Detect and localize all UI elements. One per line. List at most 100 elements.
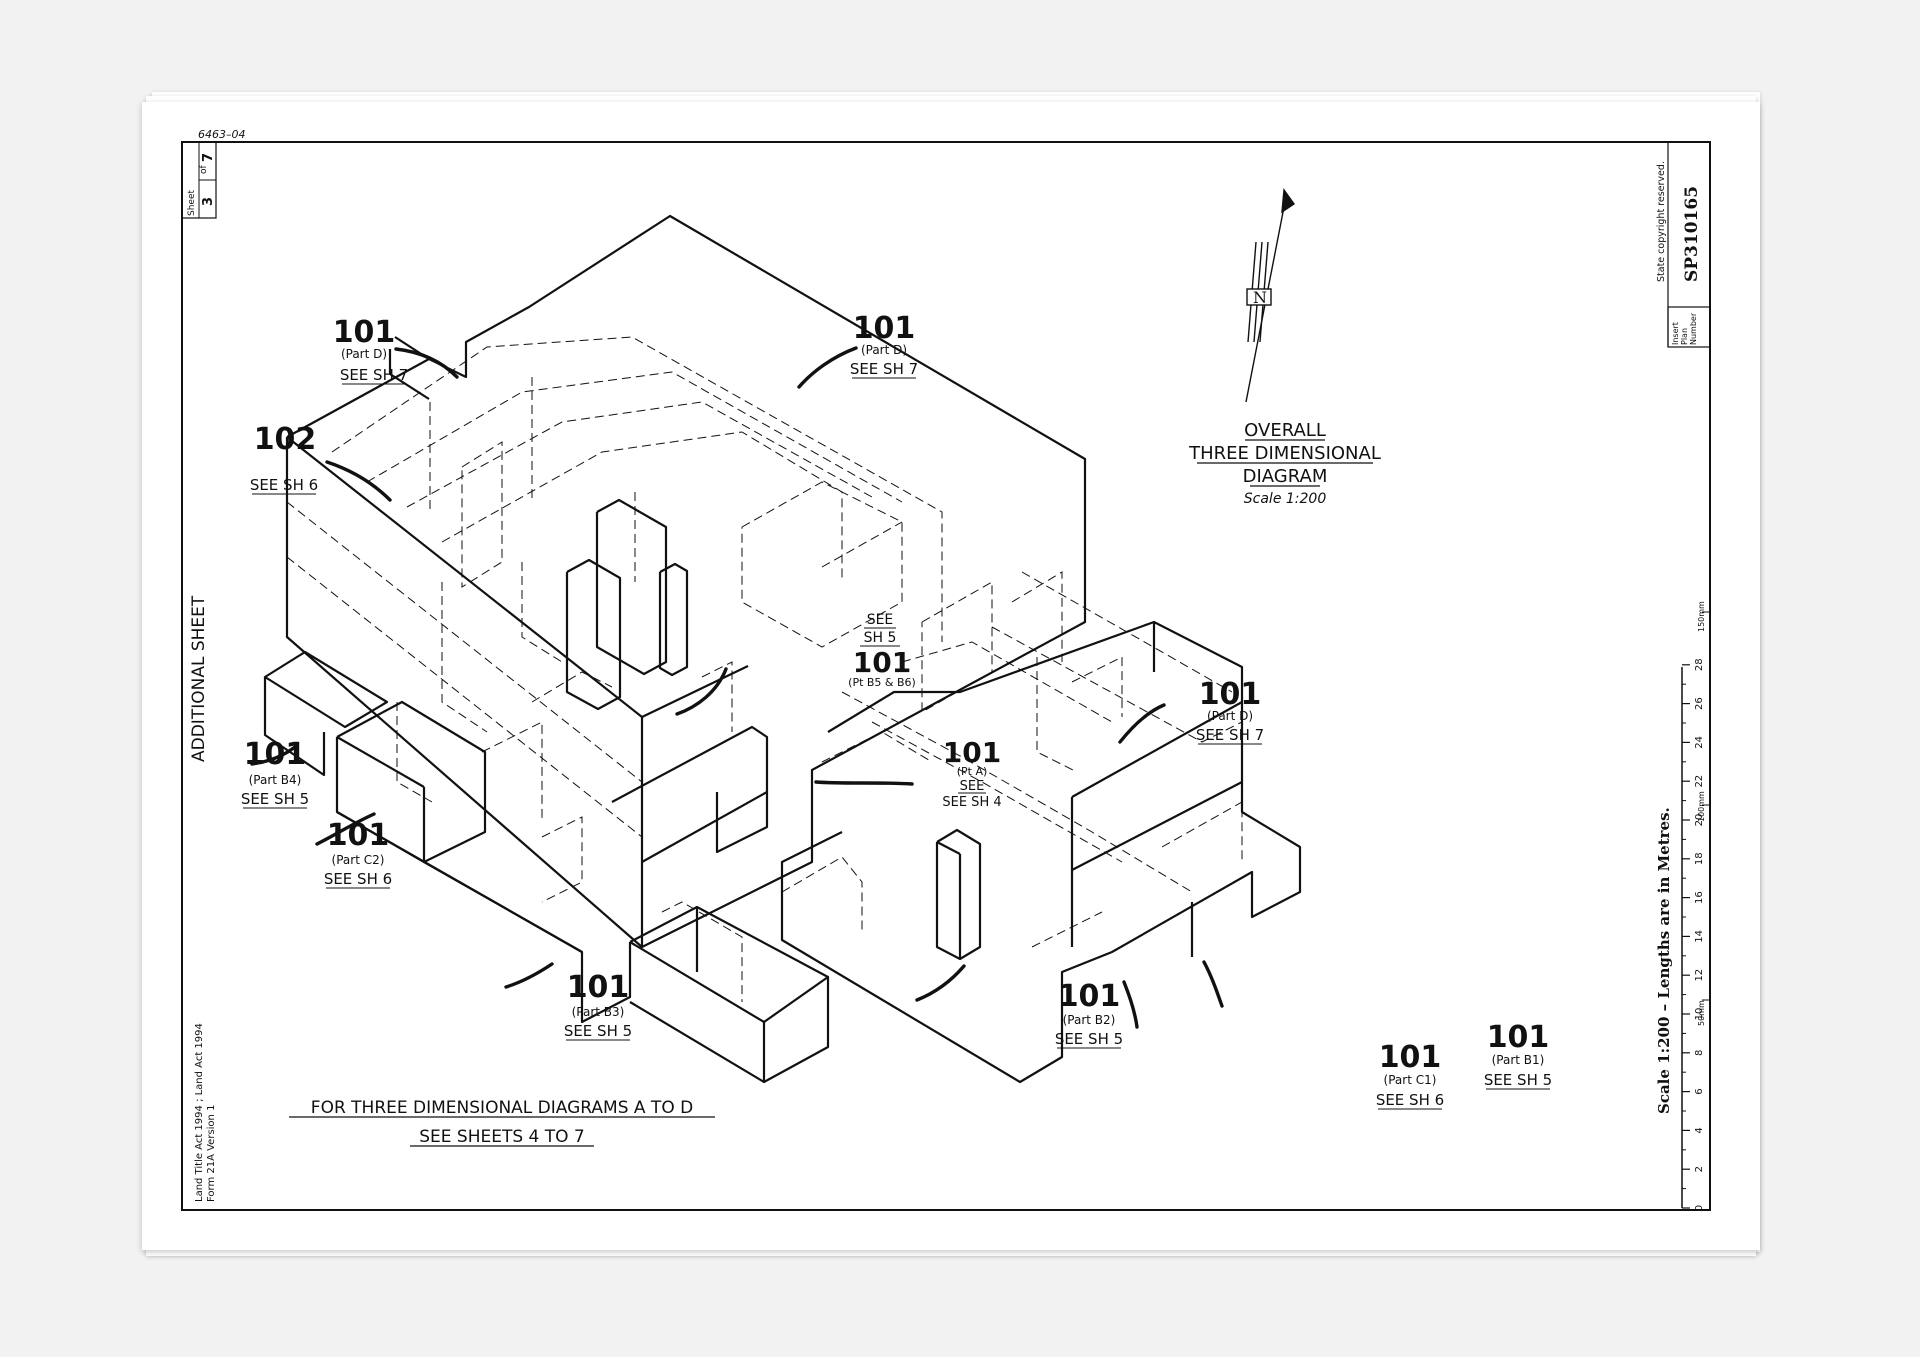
lot-part: (Pt A) <box>957 765 988 778</box>
lot-number: 101 <box>567 970 630 1005</box>
lot-part: (Pt B5 & B6) <box>848 676 916 689</box>
lot-number: 101 <box>853 311 916 346</box>
plan-number: SP310165 <box>1682 186 1702 282</box>
footer-note-line1: FOR THREE DIMENSIONAL DIAGRAMS A TO D <box>311 1098 693 1118</box>
scale-tick-label: 2 <box>1694 1166 1705 1172</box>
title-line1: OVERALL <box>1244 420 1326 441</box>
lot-label-part-b1: 101 (Part B1) SEE SH 5 <box>1484 1020 1552 1090</box>
footer-note: FOR THREE DIMENSIONAL DIAGRAMS A TO D SE… <box>289 1098 715 1147</box>
lot-label-part-c2: 101 (Part C2) SEE SH 6 <box>324 818 392 889</box>
north-arrow-icon: N <box>1245 188 1295 403</box>
drawing-number: 6463–04 <box>198 128 246 141</box>
lot-part: (Part C2) <box>332 853 385 867</box>
lot-number: 101 <box>943 736 1001 769</box>
scale-tick-label: 12 <box>1694 969 1705 982</box>
lot-part: (Part D) <box>341 347 387 361</box>
diagram-title: OVERALL THREE DIMENSIONAL DIAGRAM Scale … <box>1188 420 1381 507</box>
survey-plan-sheet: 6463–04 Sheet 3 of 7 ADDITIONAL SHEET La… <box>142 102 1760 1250</box>
lot-number: 101 <box>1199 677 1262 712</box>
plan-number-label-2: Plan <box>1680 328 1689 345</box>
lot-part: (Part B1) <box>1492 1053 1545 1067</box>
isometric-building-outline <box>263 214 1302 1084</box>
legal-text-line2: Form 21A Version 1 <box>206 1105 217 1202</box>
scale-tick-label: 26 <box>1694 697 1705 710</box>
scale-tick-label: 4 <box>1694 1127 1705 1133</box>
lot-number: 101 <box>853 646 911 679</box>
lot-number: 101 <box>327 818 390 853</box>
mm-label-50: 50mm <box>1697 1000 1706 1026</box>
see-sheet-ref: SH 5 <box>864 630 897 646</box>
title-line2: THREE DIMENSIONAL <box>1188 443 1381 464</box>
see-sheet-link: SEE SH 5 <box>1484 1071 1552 1089</box>
scale-tick-label: 0 <box>1694 1205 1705 1211</box>
lot-label-part-d-right: 101 (Part D) SEE SH 7 <box>1196 677 1264 745</box>
isometric-hidden-lines <box>286 336 1243 1002</box>
scale-tick-label: 6 <box>1694 1088 1705 1094</box>
lot-part: (Part D) <box>861 343 907 357</box>
scale-tick-label: 18 <box>1694 852 1705 865</box>
legal-text-line1: Land Title Act 1994 ; Land Act 1994 <box>194 1023 205 1202</box>
see-sheet-link: SEE SH 6 <box>324 870 392 888</box>
scale-tick-label: 14 <box>1694 930 1705 943</box>
scale-tick-label: 16 <box>1694 891 1705 904</box>
drawing-frame <box>181 141 1711 1211</box>
lot-number: 102 <box>254 422 317 457</box>
lot-part: (Part B3) <box>572 1005 625 1019</box>
scale-tick-label: 20 <box>1694 814 1705 827</box>
see-sheet-link: SEE SH 7 <box>850 360 918 378</box>
scale-tick-label: 28 <box>1694 658 1705 671</box>
see-sheet-link: SEE SH 5 <box>564 1022 632 1040</box>
see-sheet-link: SEE SH 5 <box>1055 1030 1123 1048</box>
lot-label-102: 102 SEE SH 6 <box>250 422 318 495</box>
sheet-number: 3 <box>201 197 216 206</box>
title-scale: Scale 1:200 <box>1244 491 1327 507</box>
plan-drawing: 6463–04 Sheet 3 of 7 ADDITIONAL SHEET La… <box>181 128 1711 1211</box>
see-sheet-link: SEE SH 7 <box>340 366 408 384</box>
leader-lines <box>250 346 1224 1029</box>
scale-tick-label: 8 <box>1694 1050 1705 1056</box>
lot-label-pt-a: 101 (Pt A) SEE SEE SH 4 <box>942 736 1001 810</box>
title-line3: DIAGRAM <box>1243 466 1328 487</box>
lot-label-part-b4: 101 (Part B4) SEE SH 5 <box>241 737 309 809</box>
scale-tick-label: 24 <box>1694 736 1705 749</box>
see-label: SEE <box>960 779 985 794</box>
lot-label-part-b3: 101 (Part B3) SEE SH 5 <box>564 970 632 1041</box>
scale-tick-label: 10 <box>1694 1008 1705 1021</box>
north-letter: N <box>1253 288 1267 307</box>
lot-number: 101 <box>1487 1020 1550 1055</box>
plan-number-label-3: Number <box>1689 312 1698 345</box>
see-sheet-link: SEE SH 6 <box>1376 1091 1444 1109</box>
scale-tick-label: 22 <box>1694 775 1705 788</box>
plan-number-label-1: Insert <box>1671 322 1680 345</box>
sheet-number-box: Sheet 3 of 7 <box>181 141 217 219</box>
footer-note-line2: SEE SHEETS 4 TO 7 <box>419 1127 585 1147</box>
total-sheets: 7 <box>201 153 216 162</box>
scale-bar: Scale 1:200 – Lengths are in Metres. 024… <box>1655 601 1710 1211</box>
lot-part: (Part B4) <box>249 773 302 787</box>
lot-number: 101 <box>333 315 396 350</box>
lot-label-part-b2: 101 (Part B2) SEE SH 5 <box>1055 979 1123 1049</box>
lot-part: (Part B2) <box>1063 1013 1116 1027</box>
lot-label-part-d-top: 101 (Part D) SEE SH 7 <box>850 311 918 379</box>
see-sheet-link: SEE SH 7 <box>1196 726 1264 744</box>
plan-number-block: State copyright reserved. Insert Plan Nu… <box>1656 142 1711 348</box>
see-sheet-link: SEE SH 6 <box>250 476 318 494</box>
of-label: of <box>199 164 209 174</box>
side-title: ADDITIONAL SHEET <box>189 595 209 762</box>
scale-caption: Scale 1:200 – Lengths are in Metres. <box>1655 807 1673 1114</box>
lot-label-pt-b5-b6: SEE SH 5 101 (Pt B5 & B6) <box>848 612 916 689</box>
see-sheet-link: SEE SH 4 <box>942 795 1001 810</box>
lot-part: (Part D) <box>1207 709 1253 723</box>
mm-label-150: 150mm <box>1697 601 1706 632</box>
see-sheet-link: SEE SH 5 <box>241 790 309 808</box>
copyright-notice: State copyright reserved. <box>1656 161 1667 282</box>
lot-label-part-d-left: 101 (Part D) SEE SH 7 <box>333 315 408 385</box>
sheet-label: Sheet <box>187 190 197 216</box>
lot-label-part-c1: 101 (Part C1) SEE SH 6 <box>1376 1040 1444 1110</box>
lot-number: 101 <box>1058 979 1121 1014</box>
mm-label-100: 100mm <box>1697 791 1706 822</box>
lot-part: (Part C1) <box>1384 1073 1437 1087</box>
lot-number: 101 <box>1379 1040 1442 1075</box>
see-label: SEE <box>867 612 894 628</box>
